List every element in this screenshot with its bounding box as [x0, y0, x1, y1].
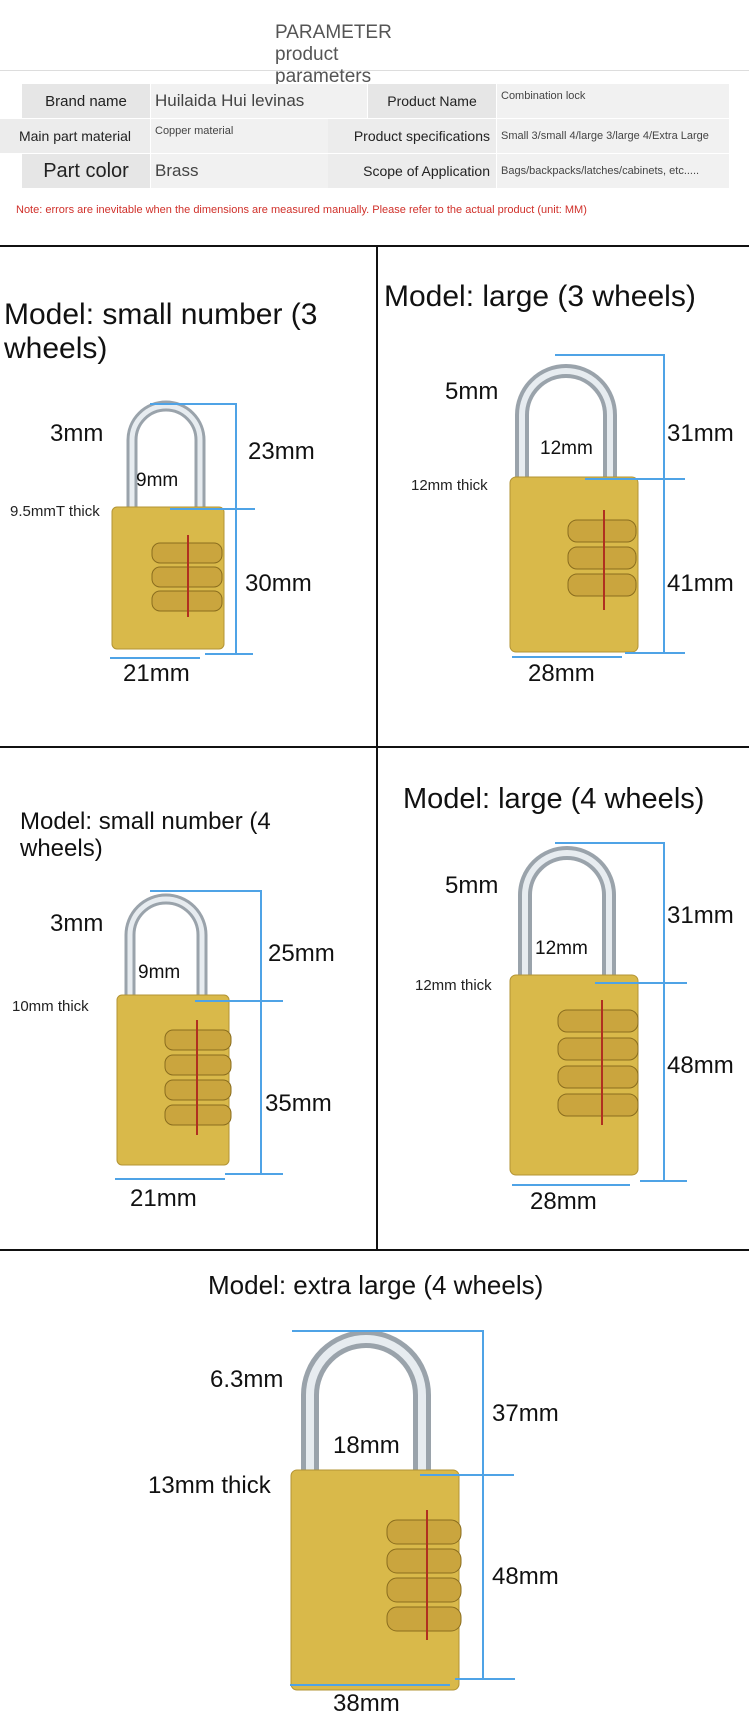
dim-body-large-4: 48mm — [667, 1052, 734, 1079]
spec-label: Product specifications — [328, 119, 496, 153]
header-title: PARAMETER product parameters — [275, 22, 435, 88]
guide-small-4-d — [225, 1173, 283, 1175]
guide-large-4-b — [663, 842, 665, 1182]
header-line-2: product — [275, 44, 339, 65]
guide-large-4-e — [512, 1184, 630, 1186]
dim-thick-small-4: 10mm thick — [12, 998, 89, 1015]
guide-xl-4-d — [455, 1678, 515, 1680]
dim-body-small-4: 35mm — [265, 1090, 332, 1117]
guide-xl-4-b — [482, 1330, 484, 1680]
padlock-xl-4-icon — [290, 1330, 462, 1691]
dim-shackle-large-4: 5mm — [445, 872, 499, 899]
padlock-small-3-icon — [111, 400, 225, 650]
material-label: Main part material — [0, 119, 150, 153]
guide-large-4-c — [595, 982, 687, 984]
padlock-large-3-icon — [509, 364, 639, 653]
dim-width-small-3: 21mm — [123, 660, 190, 687]
lock-image-large-3 — [500, 360, 660, 660]
header-line-3: parameters — [275, 66, 372, 87]
dim-thick-small-3: 9.5mmT thick — [10, 503, 100, 520]
spec-value: Small 3/small 4/large 3/large 4/Extra La… — [497, 119, 729, 153]
divider-vertical — [376, 245, 378, 1251]
guide-xl-4-a — [292, 1330, 484, 1332]
padlock-small-4-icon — [116, 893, 232, 1166]
measurement-note: Note: errors are inevitable when the dim… — [16, 204, 587, 216]
guide-small-3-b — [235, 403, 237, 655]
guide-small-3-d — [205, 653, 253, 655]
guide-small-3-e — [110, 657, 200, 659]
divider-top — [0, 245, 749, 247]
dim-shackle-xl-4: 6.3mm — [210, 1366, 284, 1393]
dim-top-large-3: 31mm — [667, 420, 734, 447]
guide-small-4-c — [195, 1000, 283, 1002]
dim-gap-small-3: 9mm — [136, 470, 179, 491]
header-line-1: PARAMETER — [275, 22, 392, 43]
dim-gap-xl-4: 18mm — [333, 1432, 400, 1459]
divider-middle — [0, 746, 749, 748]
dim-width-small-4: 21mm — [130, 1185, 197, 1212]
dim-thick-xl-4: 13mm thick — [148, 1472, 271, 1499]
dim-top-large-4: 31mm — [667, 902, 734, 929]
guide-large-3-c — [585, 478, 685, 480]
product-name-value: Combination lock — [497, 84, 729, 118]
dim-top-xl-4: 37mm — [492, 1400, 559, 1427]
dim-thick-large-3: 12mm thick — [411, 477, 488, 494]
dim-gap-large-4: 12mm — [535, 938, 588, 959]
header-top-rule — [0, 70, 749, 71]
divider-bottom — [0, 1249, 749, 1251]
dim-width-large-3: 28mm — [528, 660, 595, 687]
scope-label: Scope of Application — [328, 154, 496, 188]
lock-image-large-4 — [500, 840, 660, 1180]
scope-value: Bags/backpacks/latches/cabinets, etc....… — [497, 154, 729, 188]
guide-large-4-a — [555, 842, 665, 844]
dim-top-small-3: 23mm — [248, 438, 315, 465]
dim-gap-small-4: 9mm — [138, 962, 181, 983]
color-label: Part color — [22, 154, 150, 188]
model-title-xl-4: Model: extra large (4 wheels) — [208, 1270, 544, 1300]
guide-large-3-a — [555, 354, 665, 356]
product-name-label: Product Name — [368, 84, 496, 118]
padlock-large-4-icon — [509, 846, 639, 1176]
brand-label: Brand name — [22, 84, 150, 118]
brand-value: Huilaida Hui levinas — [151, 84, 367, 118]
guide-large-3-e — [512, 656, 622, 658]
dim-body-xl-4: 48mm — [492, 1563, 559, 1590]
dim-thick-large-4: 12mm thick — [415, 977, 492, 994]
guide-small-3-c — [170, 508, 255, 510]
guide-large-3-d — [625, 652, 685, 654]
dim-gap-large-3: 12mm — [540, 438, 593, 459]
guide-small-4-b — [260, 890, 262, 1175]
lock-image-xl-4 — [285, 1330, 485, 1710]
guide-large-4-d — [640, 1180, 687, 1182]
dim-shackle-large-3: 5mm — [445, 378, 499, 405]
lock-image-small-4 — [105, 890, 265, 1190]
guide-large-3-b — [663, 354, 665, 654]
guide-xl-4-c — [420, 1474, 514, 1476]
lock-image-small-3 — [100, 395, 260, 665]
dim-width-large-4: 28mm — [530, 1188, 597, 1215]
guide-small-4-a — [150, 890, 262, 892]
model-title-large-4: Model: large (4 wheels) — [403, 783, 705, 815]
model-title-large-3: Model: large (3 wheels) — [384, 280, 696, 313]
dim-shackle-small-3: 3mm — [50, 420, 104, 447]
guide-xl-4-e — [290, 1684, 450, 1686]
guide-small-4-e — [115, 1178, 225, 1180]
guide-small-3-a — [150, 403, 235, 405]
dim-body-small-3: 30mm — [245, 570, 312, 597]
model-title-small-3: Model: small number (3 wheels) — [4, 298, 318, 365]
model-title-small-4: Model: small number (4 wheels) — [20, 808, 271, 862]
dim-body-large-3: 41mm — [667, 570, 734, 597]
dim-width-xl-4: 38mm — [333, 1690, 400, 1717]
dim-shackle-small-4: 3mm — [50, 910, 104, 937]
dim-top-small-4: 25mm — [268, 940, 335, 967]
